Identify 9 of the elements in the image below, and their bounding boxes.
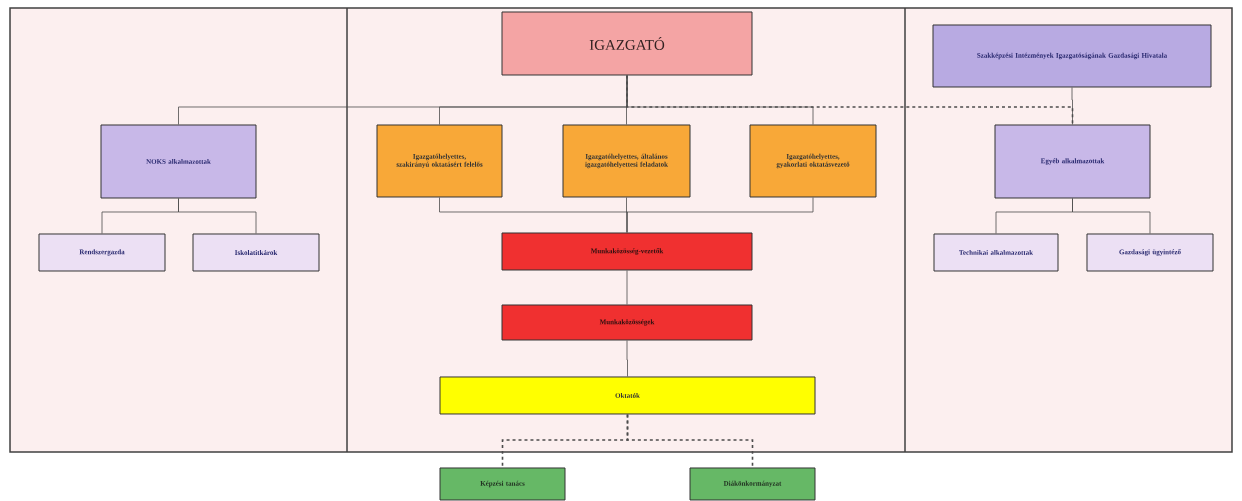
connector-line <box>626 413 754 469</box>
connector-line <box>1072 198 1151 234</box>
connector-line <box>626 270 628 305</box>
connector-line <box>626 197 814 233</box>
connector-line <box>626 340 628 377</box>
connector-line <box>1071 87 1073 125</box>
director-box: IGAZGATÓ <box>501 11 753 76</box>
connector-line <box>626 75 814 125</box>
connector-line <box>178 198 257 234</box>
